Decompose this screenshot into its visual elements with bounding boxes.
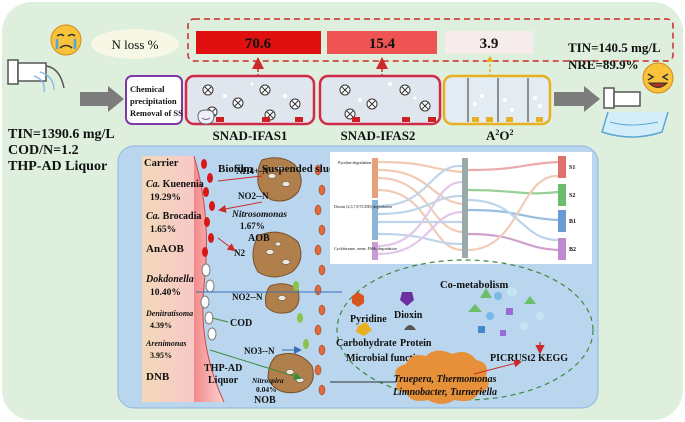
effluent-arrow [554,92,586,106]
brocadia-pct: 1.65% [150,225,176,235]
snad-ifas1-reactor [184,74,316,126]
cod-label: COD [230,318,252,329]
genera-line-1: Truepera, Thermomonas [394,374,497,385]
sankey-links [377,160,559,256]
influent-pipe-icon [7,59,65,93]
sad-face-icon [50,24,82,56]
sankey-s2: S2 [569,193,575,199]
sankey-mid-bars [462,158,468,258]
snad-ifas2-reactor [318,74,442,126]
carrier-label: Carrier [144,158,179,169]
effluent-tin: TIN=140.5 mg/L [568,40,661,55]
pyridine-icon [352,292,364,307]
influent-liquor: THP-AD Liquor [8,159,107,174]
sludge-column-cells [314,164,326,396]
anaob-label: AnAOB [146,243,185,255]
suspended-sludge-label: Suspended sludge [262,163,346,175]
chemical-precipitation-box [125,75,183,125]
dioxin-icon [400,292,414,306]
no2-top-label: NO2--N [238,191,269,201]
a2o-reactor [442,74,552,126]
n-loss-bar-2 [327,31,437,54]
dokdonella-pct: 10.40% [150,288,181,298]
metabolite-shapes [468,287,544,336]
nitrosomonas-label: Nitrosomonas [231,210,287,220]
denitratisoma-pct: 4.39% [150,321,172,330]
picrust-label: PICRUSt2 KEGG [490,353,568,364]
sankey-s1: S1 [569,165,575,171]
effluent-nre: NRE=89.9% [568,57,639,72]
n-loss-value-3: 3.9 [480,36,499,52]
chem-line-3: Removal of SS [130,108,183,118]
sankey-right-bars [558,156,566,260]
nob-label: NOB [254,395,276,406]
carrier-column [142,156,194,402]
suspended-sludge [252,157,314,394]
no3-label: NO3--N [244,346,275,356]
carbohydrate-label: Carbohydrate [336,338,397,349]
n-loss-badge [91,29,179,59]
a2o-label: A2O2 [486,128,514,143]
n-loss-value-1: 70.6 [245,36,272,52]
n-loss-bar-1 [196,31,321,54]
dnb-label: DNB [146,371,170,383]
n2-label: N2 [234,248,245,258]
arenimonas-label: Arenimonas [145,339,186,348]
flask-icon [197,109,215,125]
chem-line-2: precipitation [130,96,177,106]
brocadia-label: Ca. Brocadia [146,211,201,222]
nitrospira-label: Nitrospira [251,376,284,385]
dokdonella-label: Dokdonella [145,274,194,285]
dnb-cells [200,263,217,341]
influent-tin: TIN=1390.6 mg/L [8,127,115,142]
aob-label: AOB [248,233,270,244]
sankey-cat-1: Pyridine degradation [338,160,371,165]
sankey-cat-2: Dioxin (2,3,7,8-TCDD) degradation [334,204,392,210]
co-metabolism-label: Co-metabolism [440,280,508,291]
influent-cod-n: COD/N=1.2 [8,143,79,158]
happy-face-icon [642,62,674,94]
pyridine-label: Pyridine [350,314,387,325]
arenimonas-pct: 3.95% [150,351,172,360]
genera-cloud [395,350,489,404]
chem-line-1: Chemical [130,84,165,94]
denitratisoma-label: Denitratisoma [145,309,193,318]
nitrosomonas-pct: 1.67% [240,221,265,231]
effluent-tank-icon [601,87,669,138]
no2-mid-label: NO2--N [232,292,263,302]
sankey-b2: B2 [569,247,576,253]
function-ellipse [336,259,594,401]
n-loss-label: N loss % [112,37,159,52]
aeration-bubbles [223,82,542,112]
kuenenia-label: Ca. Kuenenia [146,179,204,190]
aerator-markers [216,117,436,122]
thp-ad-label-2: Liquor [208,375,239,386]
n-loss-value-2: 15.4 [369,36,396,52]
biofilm-band [194,156,224,402]
sankey-left-bars [372,158,378,260]
ifas1-label: SNAD-IFAS1 [213,128,288,143]
microbial-function-label: Microbial function [346,353,427,364]
genera-line-2: Limnobacter, Turneriella [392,387,497,398]
n-loss-bar-3 [445,31,533,54]
sankey-cat-3: Cyclohexane, arene, PAHs degradation [334,246,397,252]
sankey-b1: B1 [569,219,576,225]
nh4-label: NH4+-N [236,166,269,176]
ifas2-label: SNAD-IFAS2 [341,128,416,143]
kuenenia-pct: 19.29% [150,193,181,203]
dioxin-label: Dioxin [394,310,423,321]
arrow-a2o-head [486,56,494,62]
nitrospira-pct: 0.04% [256,385,277,394]
biofilm-label: Biofilm [218,163,253,175]
anaob-cells [201,159,215,257]
carbohydrate-icon [356,322,372,336]
thp-ad-label-1: THP-AD [204,363,242,374]
influent-arrow [80,92,110,106]
protein-label: Protein [400,338,432,349]
protein-icon [404,325,416,330]
